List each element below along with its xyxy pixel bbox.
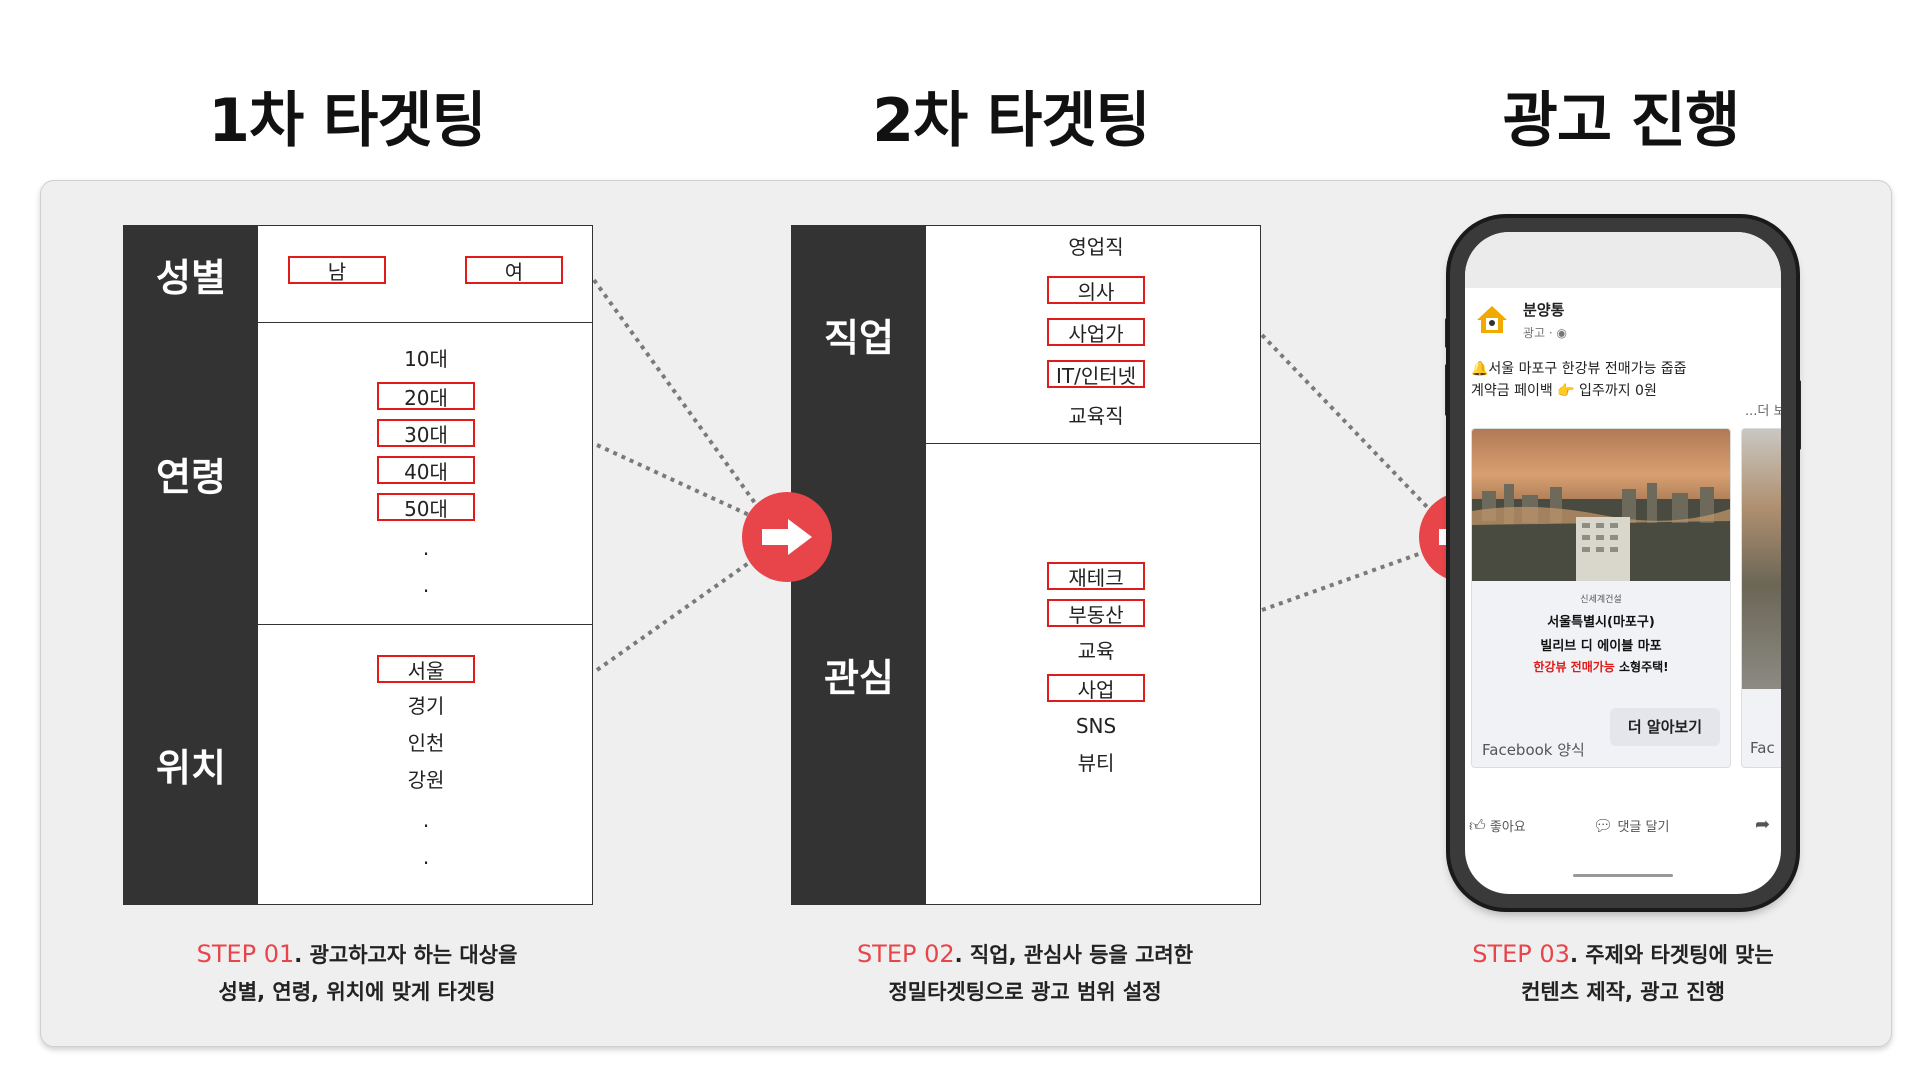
- row-header-age: 연령: [124, 323, 258, 624]
- option-age-20s: 20대: [377, 382, 475, 410]
- card2-source: Fac: [1750, 739, 1775, 757]
- step-1-line1: STEP 01. 광고하고자 하는 대상을: [77, 936, 637, 974]
- card-image-city: [1472, 429, 1730, 581]
- first-targeting-table: 성별 남 여 연령 10대 20대 30대 40대 50대 . . 위치 서울 …: [123, 225, 593, 905]
- house-logo-icon: [1477, 306, 1507, 333]
- option-age-40s: 40대: [377, 456, 475, 484]
- carousel-card[interactable]: 신세계건설 서울특별시(마포구) 빌리브 디 에이블 마포 한강뷰 전매가능 소…: [1471, 428, 1731, 768]
- home-indicator: [1573, 874, 1673, 877]
- card2-image: [1742, 429, 1781, 689]
- location-row: 위치 서울 경기 인천 강원 . .: [124, 624, 592, 904]
- phone-screen: 분양통 광고 · ◉ 🔔서울 마포구 한강뷰 전매가능 줍줍 계약금 페이백 👉…: [1465, 232, 1781, 894]
- step-caption-3: STEP 03. 주제와 타겟팅에 맞는 컨텐츠 제작, 광고 진행: [1343, 936, 1903, 1011]
- option-female: 여: [465, 256, 563, 284]
- globe-icon: ◉: [1556, 326, 1568, 340]
- step-3-line2: 컨텐츠 제작, 광고 진행: [1521, 980, 1725, 1004]
- option-beauty: 뷰티: [1077, 751, 1115, 775]
- phone-button: [1445, 318, 1450, 348]
- card-line3: 한강뷰 전매가능 소형주택!: [1472, 658, 1730, 675]
- see-more-link[interactable]: ...더 보: [1745, 404, 1781, 419]
- ellipsis-dot: .: [422, 573, 430, 597]
- row-header-gender: 성별: [124, 226, 258, 322]
- option-investment: 재테크: [1047, 562, 1145, 590]
- job-row: 직업 영업직 의사 사업가 IT/인터넷 교육직: [792, 226, 1260, 443]
- option-seoul: 서울: [377, 655, 475, 683]
- interest-row: 관심 재테크 부동산 교육 사업 SNS 뷰티: [792, 443, 1260, 904]
- card-line2: 빌리브 디 에이블 마포: [1540, 639, 1662, 654]
- city-skyline-image: [1472, 483, 1730, 581]
- step-2-number: STEP 02: [856, 940, 955, 968]
- ellipsis-dot: .: [422, 536, 430, 560]
- like-label: 좋아요: [1489, 820, 1526, 835]
- option-it-internet: IT/인터넷: [1047, 360, 1145, 388]
- thumbs-up-icon: 👍︎: [1469, 816, 1486, 835]
- page-avatar: [1473, 300, 1511, 338]
- carousel-card-next[interactable]: Fac: [1741, 428, 1781, 768]
- option-sales: 영업직: [1068, 235, 1124, 259]
- option-age-50s: 50대: [377, 493, 475, 521]
- phone-button: [1796, 380, 1801, 450]
- sponsored-label: 광고 · ◉: [1523, 324, 1567, 341]
- comment-label: 댓글 달기: [1617, 820, 1670, 835]
- option-business: 사업: [1047, 674, 1145, 702]
- card-line3-text: 소형주택!: [1614, 660, 1669, 674]
- title-ad-run: 광고 진행: [1502, 86, 1741, 156]
- card-source: Facebook 양식: [1482, 741, 1585, 759]
- option-doctor: 의사: [1047, 276, 1145, 304]
- share-icon[interactable]: ➦: [1755, 814, 1771, 835]
- gender-row: 성별 남 여: [124, 226, 592, 322]
- post-body-line1: 🔔서울 마포구 한강뷰 전매가능 줍줍: [1471, 361, 1687, 377]
- status-bar-area: [1465, 232, 1781, 288]
- ellipsis-dot: .: [422, 808, 430, 832]
- step-2-line2: 정밀타겟팅으로 광고 범위 설정: [888, 980, 1162, 1004]
- second-targeting-table: 직업 영업직 의사 사업가 IT/인터넷 교육직 관심 재테크 부동산 교육 사…: [791, 225, 1261, 905]
- option-education: 교육: [1077, 639, 1115, 663]
- option-age-30s: 30대: [377, 419, 475, 447]
- title-first-targeting: 1차 타겟팅: [208, 86, 486, 156]
- option-sns: SNS: [1075, 714, 1117, 738]
- option-gyeonggi: 경기: [407, 694, 445, 718]
- comment-icon: 💬︎: [1593, 816, 1614, 835]
- option-age-10s: 10대: [404, 347, 448, 371]
- option-male: 남: [288, 256, 386, 284]
- phone-mockup: 분양통 광고 · ◉ 🔔서울 마포구 한강뷰 전매가능 줍줍 계약금 페이백 👉…: [1450, 218, 1796, 908]
- arrow-right-icon: [742, 492, 832, 582]
- step-3-number: STEP 03: [1472, 940, 1570, 968]
- phone-button: [1445, 364, 1450, 416]
- comment-button[interactable]: 💬︎ 댓글 달기: [1593, 816, 1669, 835]
- sponsored-text: 광고 ·: [1523, 326, 1557, 340]
- age-row: 연령 10대 20대 30대 40대 50대 . .: [124, 322, 592, 624]
- step-1-line2: 성별, 연령, 위치에 맞게 타겟팅: [218, 980, 496, 1004]
- step-1-number: STEP 01: [196, 940, 295, 968]
- option-gangwon: 강원: [407, 768, 445, 792]
- card-line1: 서울특별시(마포구): [1547, 615, 1655, 630]
- card-logo: 신세계건설: [1580, 595, 1622, 605]
- page-name[interactable]: 분양통: [1523, 301, 1565, 319]
- like-button[interactable]: 👍︎ 좋아요: [1469, 816, 1526, 836]
- step-3-text1: . 주제와 타겟팅에 맞는: [1569, 943, 1774, 967]
- step-caption-2: STEP 02. 직업, 관심사 등을 고려한 정밀타겟팅으로 광고 범위 설정: [745, 936, 1305, 1011]
- learn-more-button[interactable]: 더 알아보기: [1610, 708, 1720, 746]
- step-3-line1: STEP 03. 주제와 타겟팅에 맞는: [1343, 936, 1903, 974]
- option-education-job: 교육직: [1068, 404, 1124, 428]
- option-real-estate: 부동산: [1047, 599, 1145, 627]
- row-header-job: 직업: [792, 226, 926, 443]
- option-businessman: 사업가: [1047, 318, 1145, 346]
- step-caption-1: STEP 01. 광고하고자 하는 대상을 성별, 연령, 위치에 맞게 타겟팅: [77, 936, 637, 1011]
- option-incheon: 인천: [407, 731, 445, 755]
- step-2-line1: STEP 02. 직업, 관심사 등을 고려한: [745, 936, 1305, 974]
- title-second-targeting: 2차 타겟팅: [872, 86, 1150, 156]
- card-line3-highlight: 한강뷰 전매가능: [1533, 660, 1615, 674]
- step-1-text1: . 광고하고자 하는 대상을: [294, 943, 518, 967]
- post-body-line2: 계약금 페이백 👉 입주까지 0원: [1471, 383, 1657, 399]
- step-2-text1: . 직업, 관심사 등을 고려한: [954, 943, 1194, 967]
- row-header-location: 위치: [124, 625, 258, 904]
- ellipsis-dot: .: [422, 845, 430, 869]
